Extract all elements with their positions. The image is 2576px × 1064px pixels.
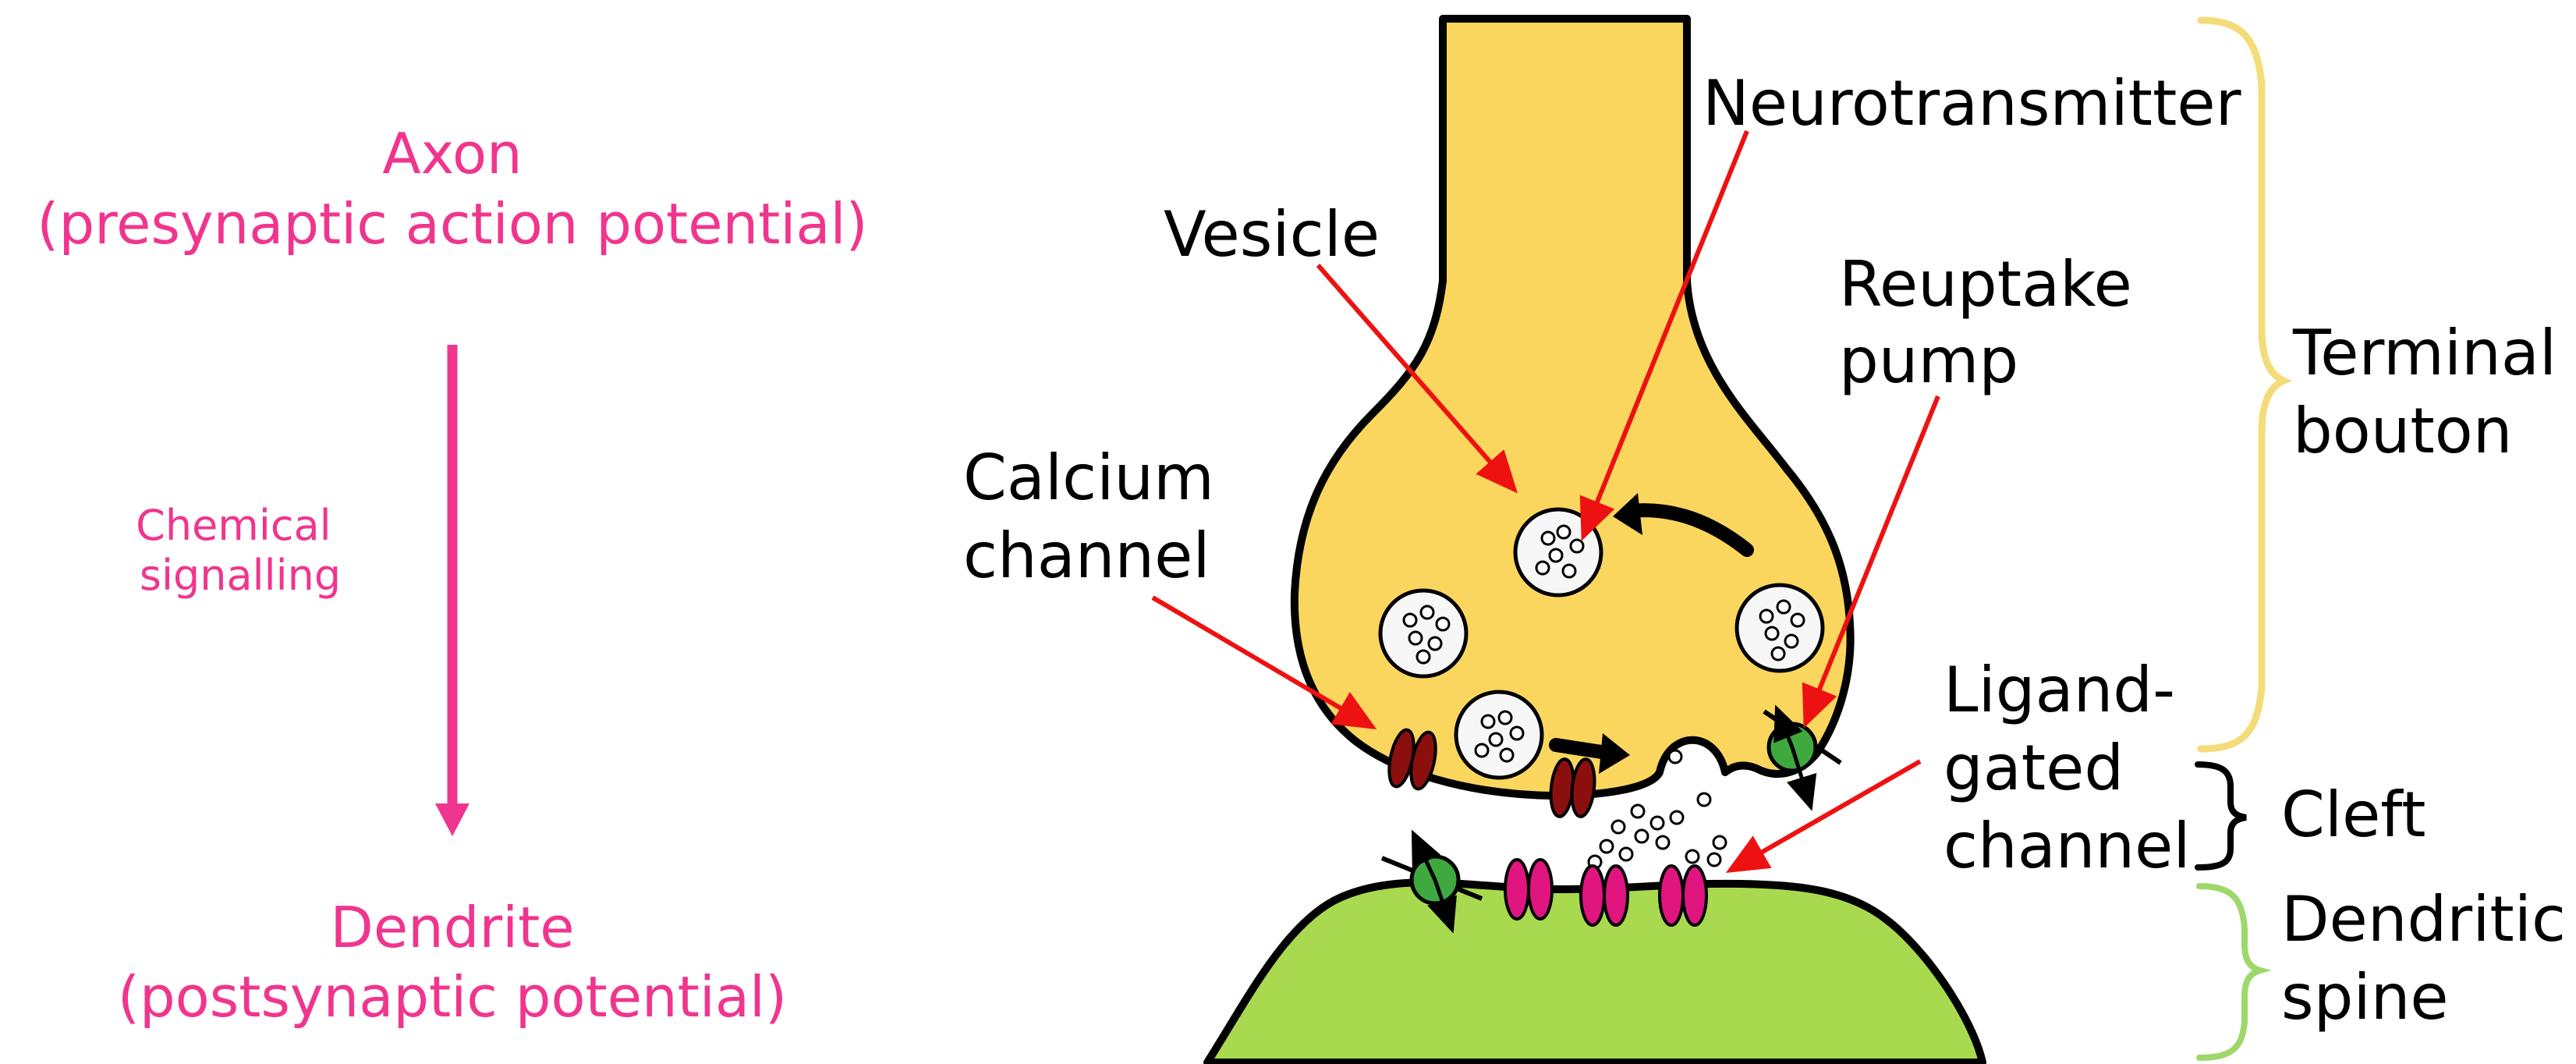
calcium-channel-label: Calcium channel: [963, 442, 1234, 592]
ligand-gated-channel-label: Ligand- gated channel: [1944, 654, 2195, 882]
ligand-line-1: Ligand-: [1944, 654, 2175, 726]
vesicle-label: Vesicle: [1164, 198, 1380, 271]
signal-flow-panel: Axon (presynaptic action potential) Chem…: [37, 121, 867, 1030]
terminal-bouton-label: Terminal bouton: [2292, 317, 2576, 467]
spine-line-1: Dendritic: [2281, 883, 2566, 956]
dendrite-detail-label: (postsynaptic potential): [118, 964, 787, 1030]
signal-line-2: signalling: [140, 551, 341, 600]
spine-line-2: spine: [2281, 961, 2449, 1034]
vesicle-left: [1380, 591, 1466, 676]
reuptake-line-2: pump: [1839, 325, 2018, 397]
signal-direction-arrow: [435, 345, 469, 836]
vesicle-right: [1737, 585, 1823, 671]
reuptake-pump-label: Reuptake pump: [1839, 248, 2152, 397]
ligand-line-2: gated: [1944, 732, 2124, 804]
axon-label: Axon: [382, 121, 522, 186]
cleft-label: Cleft: [2281, 778, 2425, 851]
axon-detail-label: (presynaptic action potential): [37, 191, 867, 257]
ligand-pointer: [1730, 761, 1920, 871]
calcium-line-2: channel: [963, 520, 1210, 592]
vesicle-bottom: [1456, 692, 1542, 778]
terminal-line-1: Terminal: [2292, 317, 2557, 389]
ligand-line-3: channel: [1944, 810, 2191, 882]
signal-line-1: Chemical: [136, 501, 331, 550]
dendritic-spine-brace: [2199, 886, 2260, 1058]
dendrite-label: Dendrite: [330, 895, 574, 960]
calcium-line-1: Calcium: [963, 442, 1214, 514]
calcium-channel-right: [1548, 758, 1597, 818]
terminal-line-2: bouton: [2293, 395, 2512, 467]
neurotransmitter-label: Neurotransmitter: [1703, 67, 2241, 140]
reuptake-line-1: Reuptake: [1839, 248, 2132, 321]
cleft-brace: [2198, 764, 2246, 867]
dendritic-spine-label: Dendritic spine: [2281, 883, 2576, 1034]
chemical-signalling-label: Chemical signalling: [136, 501, 345, 600]
